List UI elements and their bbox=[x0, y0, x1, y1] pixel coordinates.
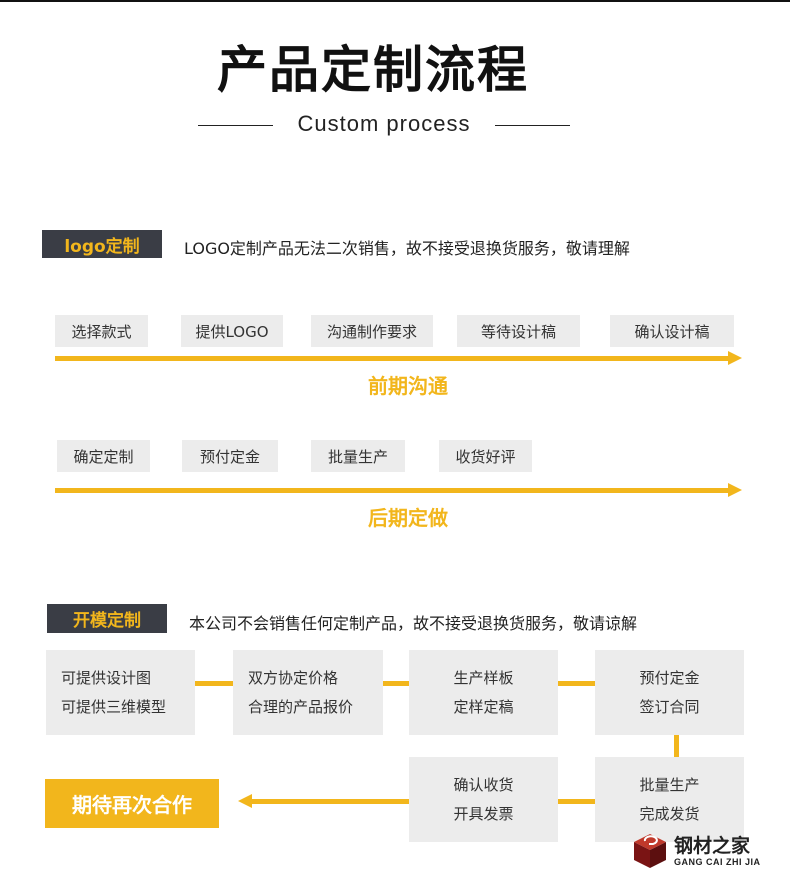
step-chip: 确定定制 bbox=[57, 440, 150, 472]
connector bbox=[558, 799, 595, 804]
card-line: 预付定金 bbox=[639, 668, 700, 687]
step-chip: 等待设计稿 bbox=[457, 315, 580, 347]
connector bbox=[195, 681, 233, 686]
card-line: 确认收货 bbox=[453, 775, 514, 794]
card-line: 定样定稿 bbox=[453, 697, 514, 716]
process-card: 预付定金 签订合同 bbox=[595, 650, 744, 735]
watermark-pinyin: GANG CAI ZHI JIA bbox=[674, 857, 761, 867]
mold-custom-note: 本公司不会销售任何定制产品，故不接受退换货服务，敬请谅解 bbox=[189, 614, 638, 633]
process-card: 批量生产 完成发货 bbox=[595, 757, 744, 842]
arrow-right-icon bbox=[728, 351, 742, 365]
card-line: 可提供设计图 bbox=[61, 668, 152, 687]
card-line: 可提供三维模型 bbox=[61, 697, 167, 716]
watermark: 钢材之家 GANG CAI ZHI JIA bbox=[632, 828, 790, 874]
top-border bbox=[0, 0, 790, 2]
card-line: 生产样板 bbox=[453, 668, 514, 687]
return-arrow-line bbox=[252, 799, 409, 804]
card-line: 批量生产 bbox=[639, 775, 700, 794]
step-chip: 沟通制作要求 bbox=[311, 315, 433, 347]
connector bbox=[383, 681, 409, 686]
final-step-box: 期待再次合作 bbox=[45, 779, 219, 828]
logo-custom-note: LOGO定制产品无法二次销售，故不接受退换货服务，敬请理解 bbox=[184, 239, 630, 258]
process-card: 确认收货 开具发票 bbox=[409, 757, 558, 842]
card-line: 签订合同 bbox=[639, 697, 700, 716]
connector-vertical bbox=[674, 735, 679, 757]
step-chip: 提供LOGO bbox=[181, 315, 283, 347]
logo-custom-badge: logo定制 bbox=[42, 230, 162, 258]
card-line: 合理的产品报价 bbox=[248, 697, 354, 716]
step-chip: 选择款式 bbox=[55, 315, 148, 347]
page-title: 产品定制流程 bbox=[217, 41, 529, 99]
phase2-label: 后期定做 bbox=[368, 506, 448, 530]
step-chip: 批量生产 bbox=[311, 440, 405, 472]
subtitle-rule-left bbox=[198, 125, 273, 126]
subtitle-rule-right bbox=[495, 125, 570, 126]
process-card: 可提供设计图 可提供三维模型 bbox=[46, 650, 195, 735]
brand-cube-icon bbox=[634, 834, 666, 868]
mold-custom-badge: 开模定制 bbox=[47, 604, 167, 633]
connector bbox=[558, 681, 595, 686]
arrow-left-icon bbox=[238, 794, 252, 808]
process-card: 生产样板 定样定稿 bbox=[409, 650, 558, 735]
card-line: 双方协定价格 bbox=[248, 668, 339, 687]
step-chip: 预付定金 bbox=[182, 440, 278, 472]
phase1-arrow-line bbox=[55, 356, 730, 361]
step-chip: 收货好评 bbox=[439, 440, 532, 472]
step-chip: 确认设计稿 bbox=[610, 315, 734, 347]
page-subtitle: Custom process bbox=[297, 111, 471, 136]
card-line: 开具发票 bbox=[453, 804, 514, 823]
watermark-name: 钢材之家 bbox=[674, 835, 751, 857]
phase1-label: 前期沟通 bbox=[368, 374, 448, 398]
card-line: 完成发货 bbox=[639, 804, 700, 823]
phase2-arrow-line bbox=[55, 488, 730, 493]
process-card: 双方协定价格 合理的产品报价 bbox=[233, 650, 383, 735]
arrow-right-icon bbox=[728, 483, 742, 497]
